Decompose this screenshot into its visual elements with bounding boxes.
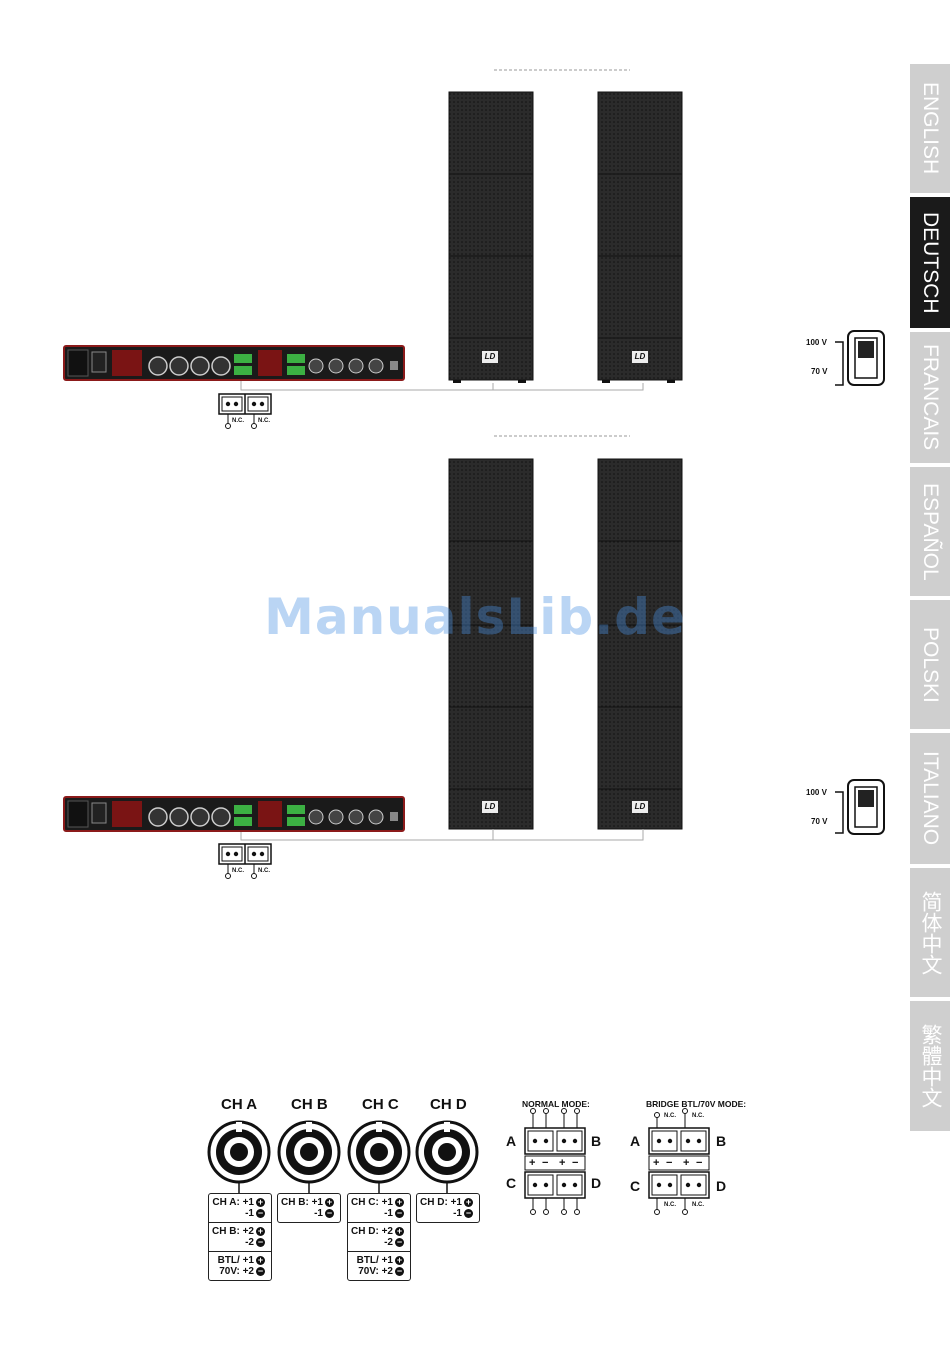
tab-polski[interactable]: POLSKI	[910, 600, 950, 729]
speakon-connectors	[207, 1120, 479, 1194]
tab-francais[interactable]: FRANCAIS	[910, 332, 950, 463]
channel-letter: C	[506, 1175, 517, 1191]
amplifier-rear-panel	[63, 345, 405, 381]
amplifier-rear-panel	[63, 796, 405, 832]
nc-label: N.C.	[664, 1113, 676, 1119]
channel-letter: A	[506, 1133, 517, 1149]
nc-label: N.C.	[232, 868, 244, 874]
tab-deutsch[interactable]: DEUTSCH	[910, 197, 950, 328]
terminal-block	[218, 843, 272, 879]
nc-label: N.C.	[692, 1202, 704, 1208]
watermark: ManualsLib.de	[264, 588, 686, 646]
voltage-high-label: 100 V	[806, 788, 827, 797]
speaker-logo: LD	[482, 801, 498, 813]
speaker-column	[448, 458, 534, 830]
nc-label: N.C.	[692, 1113, 704, 1119]
polarity-sign: +	[559, 1157, 566, 1169]
pin-legend-ch-c: CH C: +1+ -1− CH D: +2+ -2− BTL/ +1+ 70V…	[347, 1193, 411, 1281]
channel-title: CH B	[291, 1096, 328, 1113]
speaker-column	[597, 458, 683, 830]
channel-letter: A	[630, 1133, 641, 1149]
nc-label: N.C.	[258, 868, 270, 874]
speaker-logo: LD	[482, 351, 498, 363]
pin-legend-ch-b: CH B: +1+ -1−	[277, 1193, 341, 1223]
channel-letter: B	[716, 1133, 727, 1149]
polarity-sign: −	[542, 1157, 549, 1169]
pin-legend-ch-d: CH D: +1+ -1−	[416, 1193, 480, 1223]
terminal-block	[218, 393, 272, 429]
nc-label: N.C.	[664, 1202, 676, 1208]
nc-label: N.C.	[232, 418, 244, 424]
voltage-switch	[835, 779, 885, 835]
polarity-sign: +	[653, 1157, 660, 1169]
bridge-mode-diagram	[648, 1108, 710, 1215]
polarity-sign: +	[683, 1157, 690, 1169]
setup-1	[63, 69, 885, 429]
channel-letter: D	[591, 1175, 602, 1191]
channel-letter: D	[716, 1178, 727, 1194]
speaker-column	[448, 91, 534, 383]
channel-title: CH A	[221, 1096, 258, 1113]
normal-mode-diagram	[524, 1108, 586, 1215]
tab-english[interactable]: ENGLISH	[910, 64, 950, 193]
speaker-logo: LD	[632, 351, 648, 363]
channel-title: CH C	[362, 1096, 399, 1113]
pin-legend-ch-a: CH A: +1+ -1− CH B: +2+ -2− BTL/ +1+ 70V…	[208, 1193, 272, 1281]
channel-letter: C	[630, 1178, 641, 1194]
polarity-sign: +	[529, 1157, 536, 1169]
speakon-connector-icon	[207, 1120, 271, 1184]
polarity-sign: −	[666, 1157, 673, 1169]
tab-chinese-simplified[interactable]: 简体中文	[910, 868, 950, 997]
setup-diagrams	[63, 69, 885, 879]
speakon-connector-icon	[277, 1120, 341, 1184]
voltage-low-label: 70 V	[811, 367, 828, 376]
channel-title: CH D	[430, 1096, 467, 1113]
polarity-sign: −	[696, 1157, 703, 1169]
nc-label: N.C.	[258, 418, 270, 424]
voltage-high-label: 100 V	[806, 338, 827, 347]
voltage-switch	[835, 330, 885, 386]
tab-italiano[interactable]: ITALIANO	[910, 733, 950, 864]
speaker-column	[597, 91, 683, 383]
bridge-mode-title: BRIDGE BTL/70V MODE:	[646, 1099, 747, 1109]
speakon-connector-icon	[415, 1120, 479, 1184]
setup-2	[63, 435, 885, 879]
polarity-sign: −	[572, 1157, 579, 1169]
tab-chinese-traditional[interactable]: 繁體中文	[910, 1001, 950, 1131]
speaker-logo: LD	[632, 801, 648, 813]
normal-mode-title: NORMAL MODE:	[522, 1099, 590, 1109]
tab-espanol[interactable]: ESPAÑOL	[910, 467, 950, 596]
voltage-low-label: 70 V	[811, 817, 828, 826]
channel-letter: B	[591, 1133, 602, 1149]
speakon-connector-icon	[347, 1120, 411, 1184]
